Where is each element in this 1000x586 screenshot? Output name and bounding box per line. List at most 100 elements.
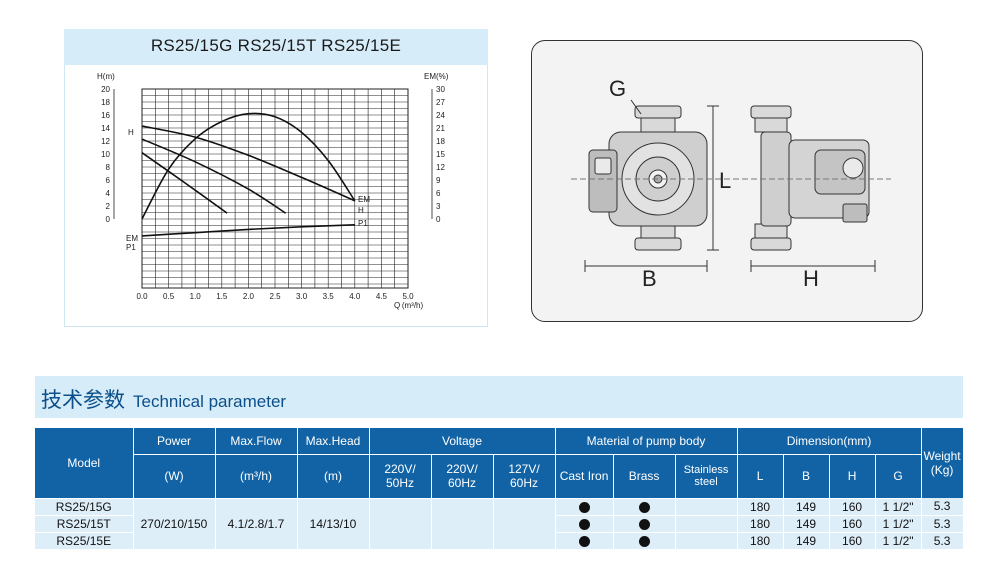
cell-dim-b: 149 bbox=[783, 498, 830, 516]
curve-label-h-left: H bbox=[128, 128, 134, 137]
series-line-h bbox=[141, 138, 287, 214]
y-right-tick-label: 3 bbox=[436, 202, 441, 211]
cell-dim-h: 160 bbox=[829, 515, 876, 533]
y-tick-label: 8 bbox=[106, 163, 111, 172]
cell-dim-g: 1 1/2" bbox=[875, 532, 922, 550]
series-line-h bbox=[141, 125, 356, 202]
cell-max-head: 14/13/10 bbox=[297, 498, 370, 550]
header-flow-unit: (m³/h) bbox=[215, 454, 298, 499]
y-tick-label: 0 bbox=[106, 215, 111, 224]
header-dim-g: G bbox=[875, 454, 922, 499]
header-voltage-220-60: 220V/ 60Hz bbox=[431, 454, 494, 499]
cell-dim-l: 180 bbox=[737, 532, 784, 550]
cell-voltage-220-50 bbox=[369, 498, 432, 550]
y-right-tick-label: 24 bbox=[436, 111, 445, 120]
header-weight: Weight (Kg) bbox=[921, 428, 964, 498]
header-cast-iron: Cast Iron bbox=[555, 454, 614, 499]
check-dot-icon bbox=[638, 535, 650, 547]
y-right-tick-label: 9 bbox=[436, 176, 441, 185]
pump-front-view bbox=[588, 105, 708, 251]
cell-model: RS25/15T bbox=[35, 515, 134, 533]
y-right-tick-label: 0 bbox=[436, 215, 441, 224]
cell-brass bbox=[613, 532, 676, 550]
y-tick-label: 4 bbox=[106, 189, 111, 198]
y-right-tick-label: 12 bbox=[436, 163, 445, 172]
chart-title-bar bbox=[64, 29, 488, 65]
dimension-lines bbox=[571, 99, 891, 272]
header-power: Power bbox=[133, 428, 216, 455]
x-tick-label: 3.0 bbox=[296, 292, 308, 301]
dimension-label-g: G bbox=[609, 76, 626, 101]
series-line-em bbox=[141, 112, 356, 220]
cell-model: RS25/15G bbox=[35, 498, 134, 516]
curve-label-h-right: H bbox=[358, 206, 364, 215]
cell-dim-g: 1 1/2" bbox=[875, 515, 922, 533]
cell-stainless bbox=[675, 532, 738, 550]
section-title-cn: 技术参数 bbox=[41, 389, 125, 412]
y-right-tick-label: 21 bbox=[436, 124, 445, 133]
y-tick-label: 2 bbox=[106, 202, 111, 211]
y-tick-label: 16 bbox=[101, 111, 110, 120]
x-tick-label: 5.0 bbox=[402, 292, 414, 301]
y-right-tick-label: 27 bbox=[436, 98, 445, 107]
cell-weight: 5.3 bbox=[921, 532, 964, 550]
x-tick-label: 4.0 bbox=[349, 292, 361, 301]
x-tick-label: 2.5 bbox=[269, 292, 281, 301]
check-dot-icon bbox=[638, 518, 650, 530]
dimension-label-l: L bbox=[719, 168, 731, 193]
y-right-tick-label: 15 bbox=[436, 150, 445, 159]
cell-cast-iron bbox=[555, 515, 614, 533]
cell-cast-iron bbox=[555, 498, 614, 516]
cell-dim-b: 149 bbox=[783, 532, 830, 550]
technical-parameter-table: Model Power Max.Flow Max.Head Voltage Ma… bbox=[35, 428, 964, 550]
cell-dim-l: 180 bbox=[737, 498, 784, 516]
cell-power: 270/210/150 bbox=[133, 498, 216, 550]
header-head-unit: (m) bbox=[297, 454, 370, 499]
header-power-unit: (W) bbox=[133, 454, 216, 499]
table-row: RS25/15T 180 149 160 1 1/2" 5.3 bbox=[35, 515, 964, 533]
curve-label-p1-left: P1 bbox=[126, 243, 136, 252]
check-dot-icon bbox=[638, 501, 650, 513]
dimension-label-h: H bbox=[803, 266, 819, 291]
curve-label-em-left: EM bbox=[126, 234, 138, 243]
right-axis-label: EM(%) bbox=[424, 72, 449, 81]
y-tick-label: 14 bbox=[101, 124, 110, 133]
x-tick-label: 2.0 bbox=[243, 292, 255, 301]
cell-dim-l: 180 bbox=[737, 515, 784, 533]
x-tick-label: 4.5 bbox=[376, 292, 388, 301]
cell-dim-h: 160 bbox=[829, 532, 876, 550]
dimension-label-b: B bbox=[642, 266, 657, 291]
table-row: RS25/15G 270/210/150 4.1/2.8/1.7 14/13/1… bbox=[35, 498, 964, 550]
y-tick-label: 18 bbox=[101, 98, 110, 107]
series-line-p1 bbox=[141, 224, 355, 237]
cell-brass bbox=[613, 498, 676, 516]
y-tick-label: 10 bbox=[101, 150, 110, 159]
y-right-tick-label: 18 bbox=[436, 137, 445, 146]
cell-brass bbox=[613, 515, 676, 533]
chart-title: RS25/15G RS25/15T RS25/15E bbox=[150, 36, 402, 55]
cell-stainless bbox=[675, 498, 738, 516]
y-tick-label: 20 bbox=[101, 85, 110, 94]
y-tick-label: 12 bbox=[101, 137, 110, 146]
x-tick-label: 0.0 bbox=[136, 292, 148, 301]
cell-cast-iron bbox=[555, 532, 614, 550]
cell-model: RS25/15E bbox=[35, 532, 134, 550]
header-material: Material of pump body bbox=[555, 428, 738, 455]
cell-stainless bbox=[675, 515, 738, 533]
y-right-tick-label: 30 bbox=[436, 85, 445, 94]
plot-frame bbox=[141, 88, 409, 289]
x-axis-label: Q (m³/h) bbox=[394, 301, 423, 310]
header-dim-l: L bbox=[737, 454, 784, 499]
x-tick-label: 1.0 bbox=[190, 292, 202, 301]
cell-voltage-220-60 bbox=[431, 498, 494, 550]
header-dim-b: B bbox=[783, 454, 830, 499]
x-tick-label: 0.5 bbox=[163, 292, 175, 301]
header-dim-h: H bbox=[829, 454, 876, 499]
header-brass: Brass bbox=[613, 454, 676, 499]
table-row: RS25/15E 180 149 160 1 1/2" 5.3 bbox=[35, 532, 964, 550]
check-dot-icon bbox=[578, 501, 590, 513]
cell-weight: 5.3 bbox=[921, 515, 964, 533]
x-tick-label: 3.5 bbox=[323, 292, 335, 301]
